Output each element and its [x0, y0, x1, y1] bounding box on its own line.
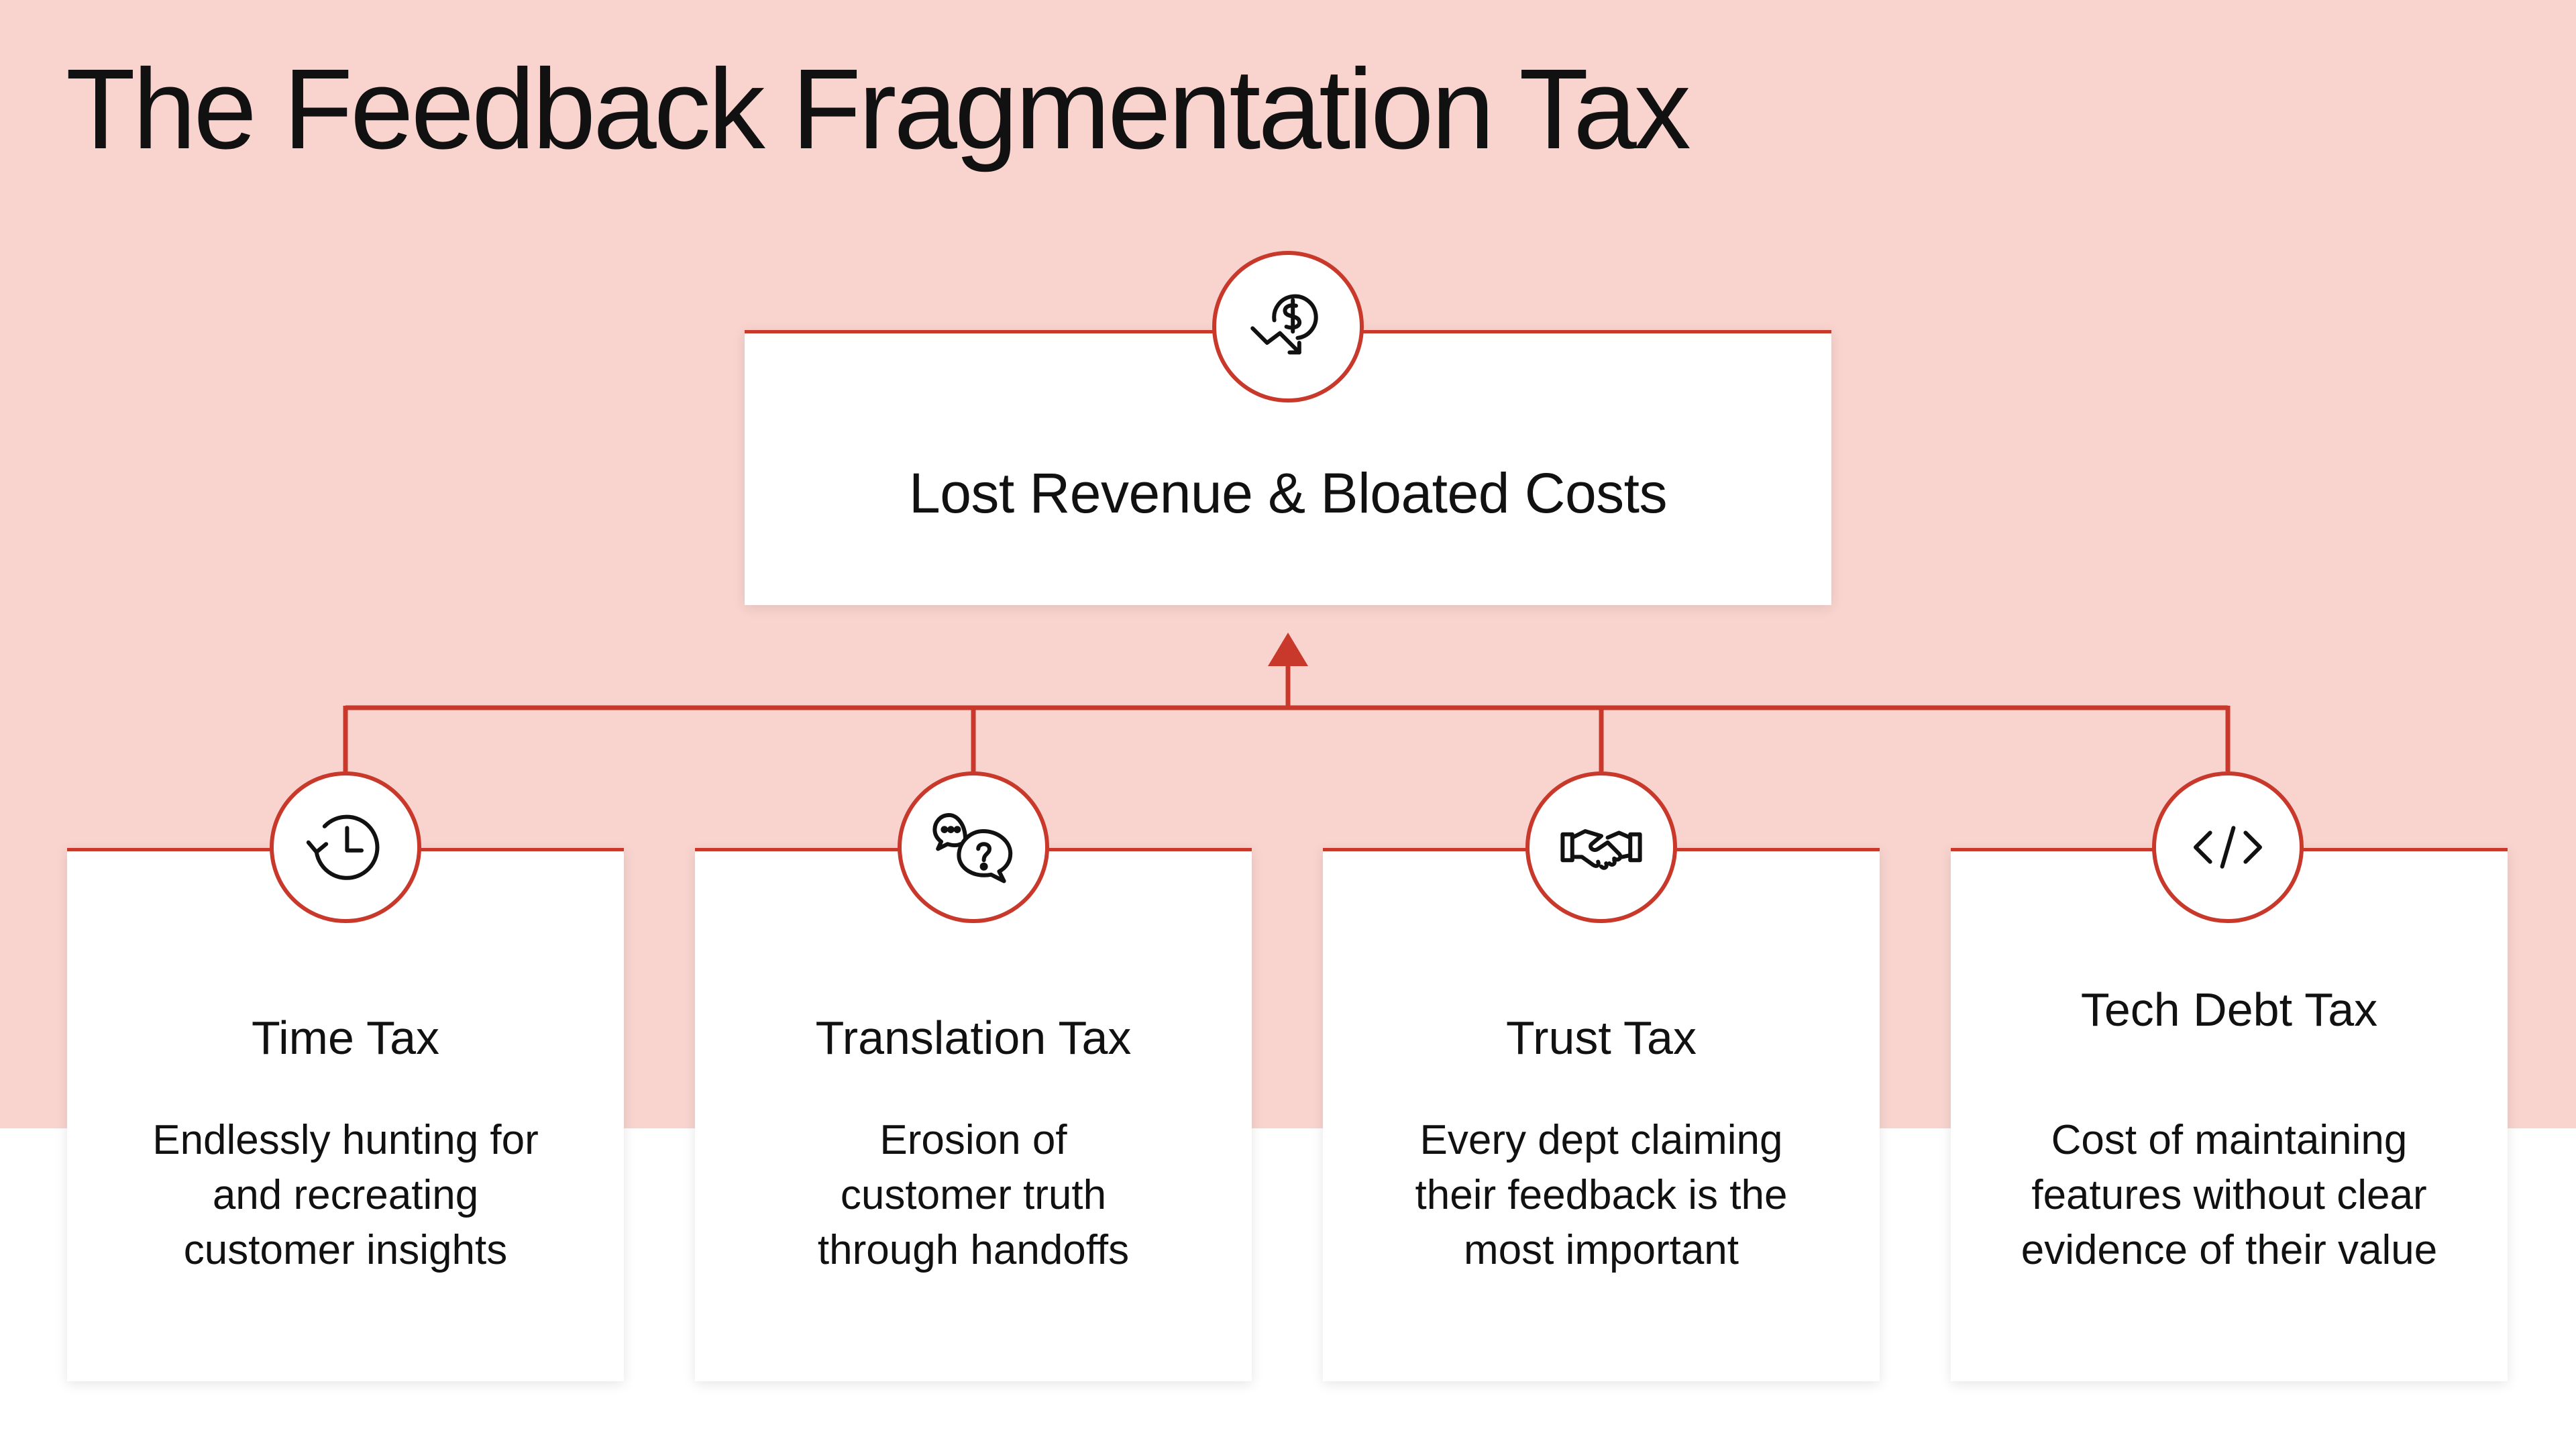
tax-card-trust: Trust Tax Every dept claiming their feed… — [1323, 848, 1880, 1381]
tax-title-trust: Trust Tax — [1506, 1012, 1697, 1064]
tax-icon-circle-techdebt — [2152, 771, 2304, 923]
clock-history-icon — [306, 814, 380, 880]
money-down-icon — [1250, 294, 1318, 355]
code-icon — [2194, 826, 2262, 869]
tax-description-techdebt: Cost of maintaining features without cle… — [2021, 1117, 2438, 1273]
tax-description-translation: Erosion of customer truth through handof… — [817, 1117, 1130, 1273]
tax-card-time: Time Tax Endlessly hunting for and recre… — [67, 848, 624, 1381]
root-icon-circle — [1212, 251, 1364, 402]
chat-question-icon — [932, 813, 1013, 883]
tax-description-trust: Every dept claiming their feedback is th… — [1415, 1117, 1788, 1273]
tax-title-time: Time Tax — [251, 1012, 440, 1064]
tax-card-translation: Translation Tax Erosion of customer trut… — [695, 848, 1252, 1381]
handshake-icon — [1560, 829, 1642, 870]
tax-icon-circle-trust — [1525, 771, 1677, 923]
tax-title-techdebt: Tech Debt Tax — [2080, 983, 2378, 1036]
page-title: The Feedback Fragmentation Tax — [66, 46, 1691, 173]
root-label: Lost Revenue & Bloated Costs — [908, 462, 1668, 525]
tax-card-techdebt: Tech Debt Tax Cost of maintaining featur… — [1951, 848, 2508, 1381]
tax-icon-circle-translation — [898, 771, 1049, 923]
tax-title-translation: Translation Tax — [815, 1012, 1132, 1064]
tax-icon-circle-time — [270, 771, 421, 923]
tax-description-time: Endlessly hunting for and recreating cus… — [152, 1117, 539, 1273]
